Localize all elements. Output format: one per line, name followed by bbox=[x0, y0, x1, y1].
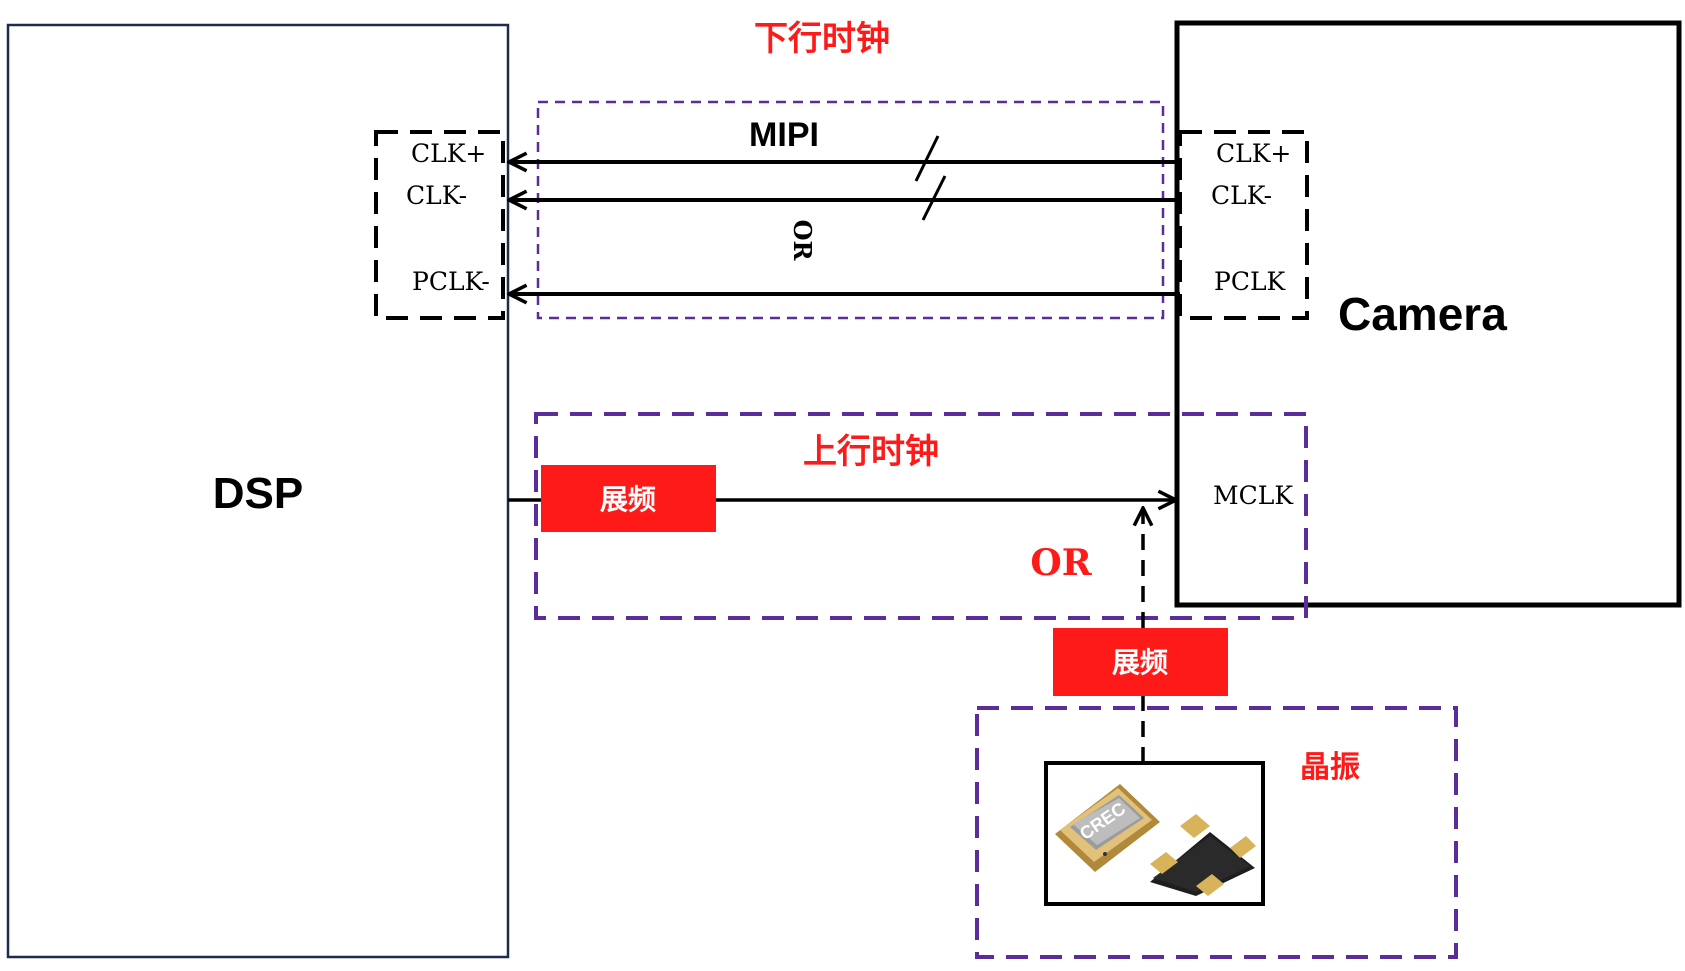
camera-pin-pclk: PCLK bbox=[1214, 267, 1287, 296]
dsp-pin-pclk: PCLK- bbox=[412, 267, 490, 296]
spread-spectrum-label-1: 展频 bbox=[600, 484, 656, 515]
crystal-label: 晶振 bbox=[1300, 751, 1360, 784]
bus-slash-1 bbox=[914, 135, 940, 182]
mipi-label: MIPI bbox=[749, 116, 819, 154]
upstream-clock-title: 上行时钟 bbox=[803, 433, 939, 471]
dsp-label: DSP bbox=[213, 469, 303, 518]
crystal-region bbox=[975, 706, 1458, 959]
camera-label: Camera bbox=[1338, 288, 1507, 340]
camera-pin-box bbox=[1178, 130, 1309, 320]
camera-pin-clk-plus: CLK+ bbox=[1216, 139, 1291, 168]
dsp-pin-clk-plus: CLK+ bbox=[411, 139, 486, 168]
dsp-block bbox=[6, 23, 510, 959]
spread-spectrum-label-2: 展频 bbox=[1112, 647, 1168, 678]
or-red-label: OR bbox=[1030, 542, 1092, 584]
spread-spectrum-box-1 bbox=[541, 465, 716, 532]
spread-spectrum-box-2 bbox=[1053, 628, 1228, 696]
downstream-clock-title: 下行时钟 bbox=[754, 20, 890, 58]
downstream-region bbox=[536, 100, 1165, 320]
upstream-region bbox=[534, 412, 1308, 620]
dsp-pin-clk-minus: CLK- bbox=[406, 181, 467, 210]
crystal-oscillator-gold-icon: CREC bbox=[1055, 784, 1160, 872]
crystal-oscillator-bottom-icon bbox=[1150, 814, 1256, 896]
bus-slash-2 bbox=[921, 175, 947, 221]
camera-pin-mclk: MCLK bbox=[1213, 481, 1294, 510]
camera-block bbox=[1174, 20, 1682, 608]
dsp-pin-box bbox=[374, 130, 505, 320]
camera-pin-clk-minus: CLK- bbox=[1211, 181, 1272, 210]
or-rotated-label: OR bbox=[788, 220, 817, 262]
